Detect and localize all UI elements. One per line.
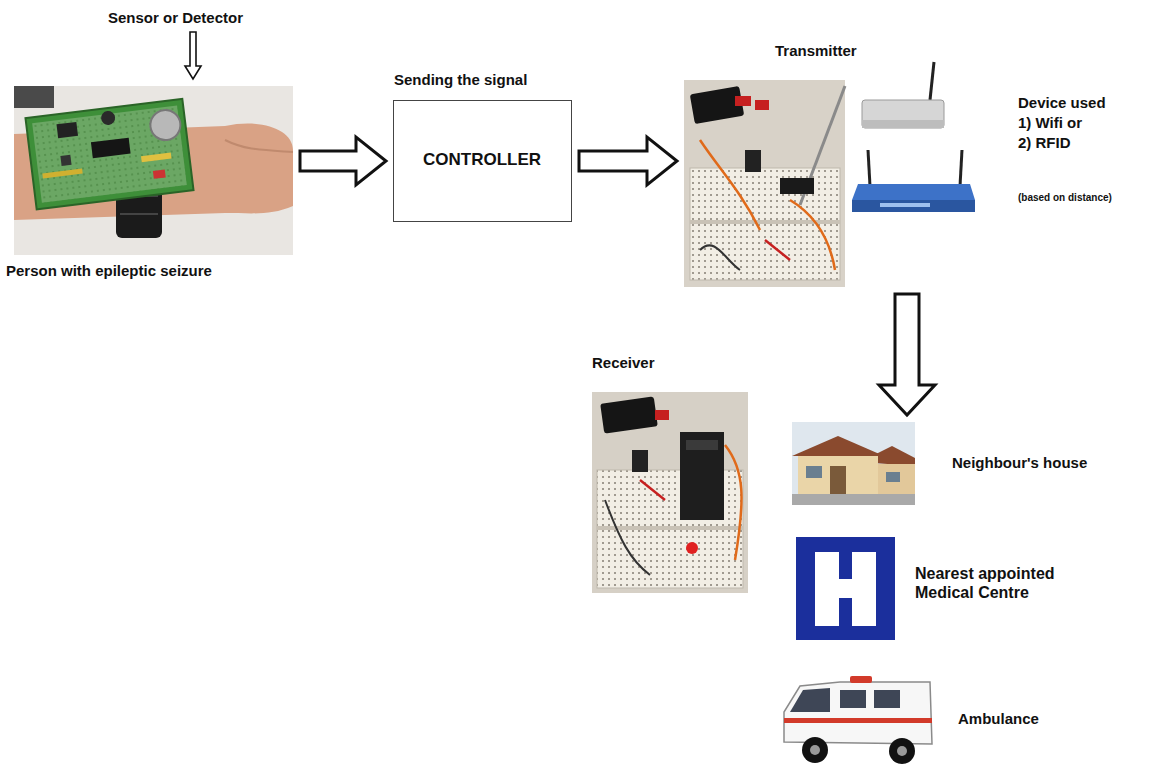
wifi-router-icon (862, 62, 944, 128)
photo-caption: Nearest appointed Medical Centre (915, 564, 1093, 602)
receiver-photo (592, 392, 748, 593)
photo-frame: Nearest appointed Medical Centre (796, 537, 895, 640)
sensor-label: Sensor or Detector (108, 9, 243, 27)
device-label: Device used (1018, 94, 1106, 112)
house-photo (792, 422, 915, 505)
photo-frame: Transmitter (684, 80, 975, 287)
pointer-arrow (185, 32, 201, 79)
box-heading: Sending the signal (394, 71, 527, 89)
process-box: Sending the signalCONTROLLER (393, 100, 572, 222)
hospital-sign (796, 537, 895, 640)
photo-frame: Person with epileptic seizure (14, 86, 293, 255)
block-arrow (879, 294, 935, 415)
photo-caption: Neighbour's house (952, 454, 1087, 472)
device-option: 1) Wifi or (1018, 114, 1082, 132)
ambulance-photo (784, 676, 932, 764)
block-arrow (300, 137, 386, 185)
photo-heading: Transmitter (775, 42, 857, 60)
photo-frame: Ambulance (780, 672, 935, 765)
rfid-router-icon (852, 150, 975, 212)
transmitter-photo (684, 80, 845, 287)
photo-heading: Receiver (592, 354, 655, 372)
photo-caption: Person with epileptic seizure (6, 262, 212, 280)
block-arrow (579, 137, 677, 185)
photo-frame: Neighbour's house (792, 422, 915, 505)
box-label: CONTROLLER (423, 150, 541, 170)
photo-caption: Ambulance (958, 710, 1039, 728)
device-note: (based on distance) (1018, 192, 1112, 204)
photo-frame: Receiver (592, 392, 748, 593)
device-option: 2) RFID (1018, 134, 1071, 152)
wrist-device-photo (14, 86, 293, 255)
